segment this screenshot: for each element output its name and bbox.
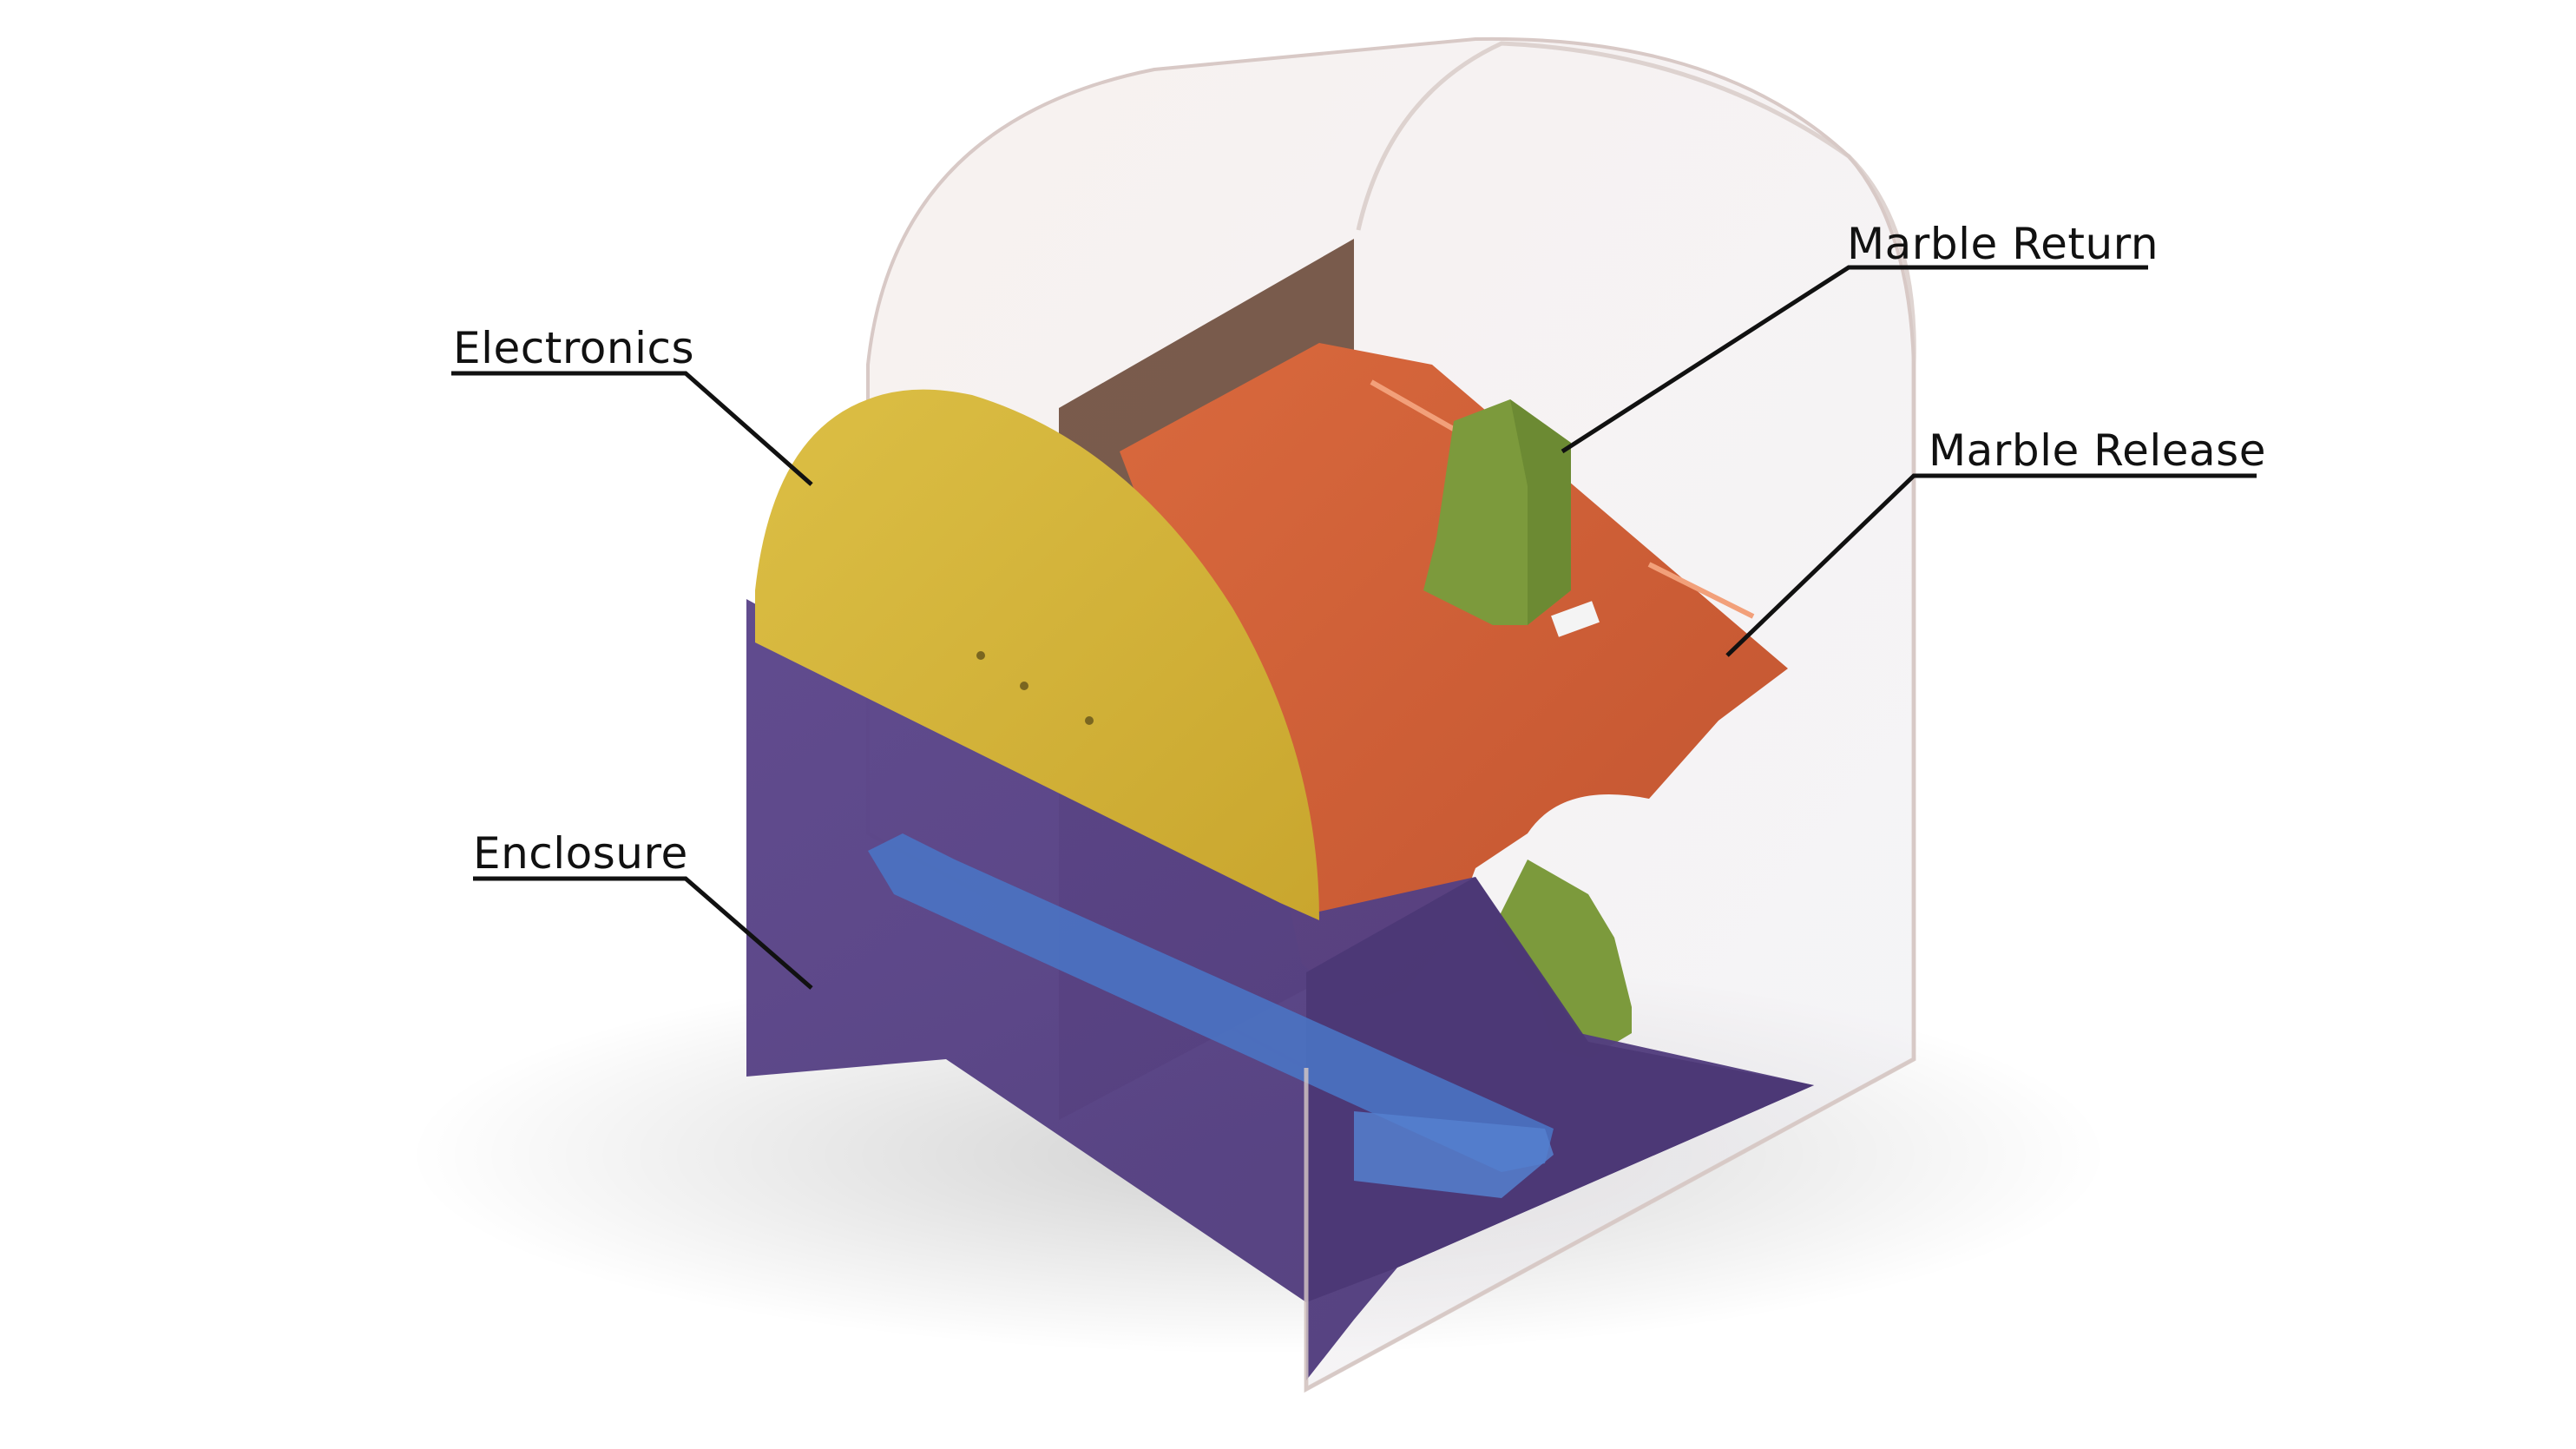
- mounting-hole: [1085, 716, 1094, 725]
- leader-line-marble-release: [1725, 473, 2257, 657]
- marble-chute-end: [1354, 1111, 1554, 1198]
- enclosure-floor: [1306, 877, 1814, 1302]
- marble-return-lower: [1493, 860, 1632, 1059]
- electronics-part: [755, 389, 1319, 921]
- label-enclosure: Enclosure: [473, 828, 688, 879]
- leader-line-marble-return: [1561, 265, 2148, 454]
- marble-return-face: [1510, 399, 1571, 625]
- label-marble-release: Marble Release: [1929, 425, 2266, 476]
- mounting-hole: [976, 651, 985, 660]
- leader-line-enclosure: [473, 876, 813, 990]
- label-marble-return: Marble Return: [1847, 219, 2159, 269]
- leader-line-electronics: [451, 371, 813, 486]
- shell-front-edge: [1304, 41, 1916, 1393]
- tray-slot: [1647, 562, 1755, 619]
- label-electronics: Electronics: [453, 323, 694, 373]
- marble-chute: [868, 833, 1554, 1172]
- mounting-hole: [1020, 682, 1028, 690]
- tray-cutout: [1551, 601, 1600, 637]
